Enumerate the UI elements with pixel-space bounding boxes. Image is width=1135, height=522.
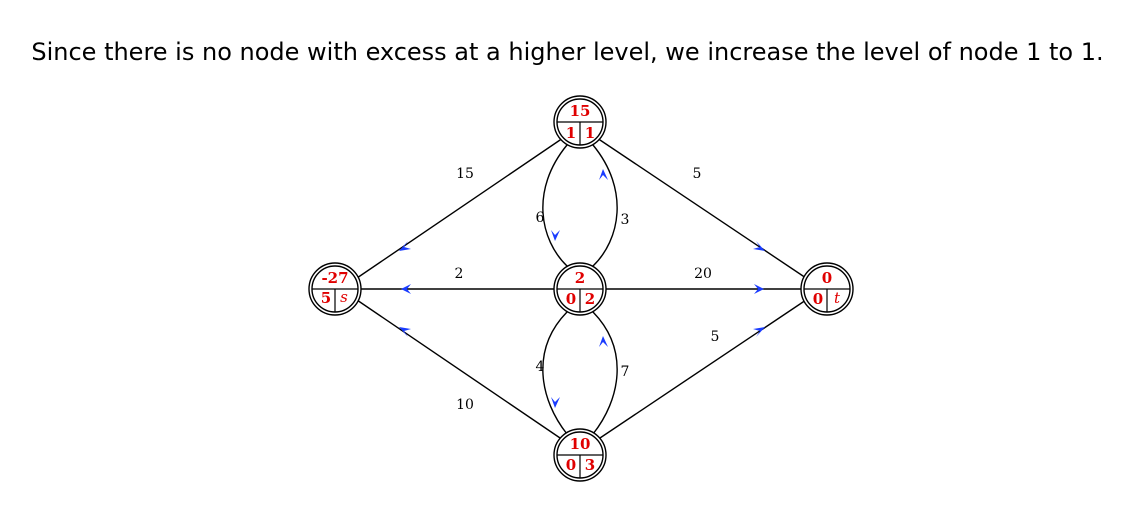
edge-n1-to-n2 [542,144,568,267]
node-2: 2 0 2 [553,262,607,316]
cap-n1-n2: 6 [536,210,545,226]
node-1-label: 1 [585,124,595,142]
node-3-label: 3 [585,456,595,474]
edge-n1-to-s [356,137,564,279]
cap-n1-s: 15 [456,166,474,182]
node-3: 10 0 3 [553,428,607,482]
node-s-excess: -27 [321,269,348,287]
arrow-n3-t [753,327,765,337]
cap-n2-s: 2 [455,266,464,282]
arrow-n3-n2 [599,336,608,347]
node-1-level: 1 [566,124,576,142]
node-1: 15 1 1 [553,95,607,149]
node-1-excess: 15 [570,102,591,120]
arrow-n1-s [399,241,411,251]
node-s-label: s [340,288,348,306]
cap-n2-t: 20 [694,266,712,282]
arrow-n1-t [753,241,765,251]
edge-n3-to-n2 [592,311,618,435]
node-2-label: 2 [585,290,595,308]
node-2-excess: 2 [575,269,585,287]
edge-n2-to-n1 [592,144,618,267]
node-3-level: 0 [566,456,576,474]
caption: Since there is no node with excess at a … [31,38,1104,66]
node-s: -27 5 s [308,262,362,316]
edge-n3-to-s [356,299,564,441]
arrow-n2-n1 [599,169,608,180]
edge-n2-to-n3 [542,311,568,435]
cap-n3-n2: 7 [621,364,630,380]
node-t-excess: 0 [822,269,832,287]
cap-n1-t: 5 [693,166,702,182]
edge-n1-to-t [596,137,807,279]
arrow-n2-s [401,284,411,294]
cap-n3-s: 10 [456,397,474,413]
cap-n2-n1: 3 [621,212,630,228]
node-t: 0 0 t [800,262,854,316]
node-s-level: 5 [321,289,331,307]
node-t-level: 0 [813,290,823,308]
node-3-excess: 10 [570,435,591,453]
arrow-n3-s [399,327,411,337]
cap-n2-n3: 4 [536,359,545,375]
edge-n3-to-t [596,299,807,441]
arrow-n2-n3 [551,397,560,408]
node-t-label: t [834,289,841,307]
arrow-n1-n2 [551,230,560,241]
arrow-n2-t [754,284,764,294]
cap-n3-t: 5 [711,329,720,345]
node-2-level: 0 [566,290,576,308]
